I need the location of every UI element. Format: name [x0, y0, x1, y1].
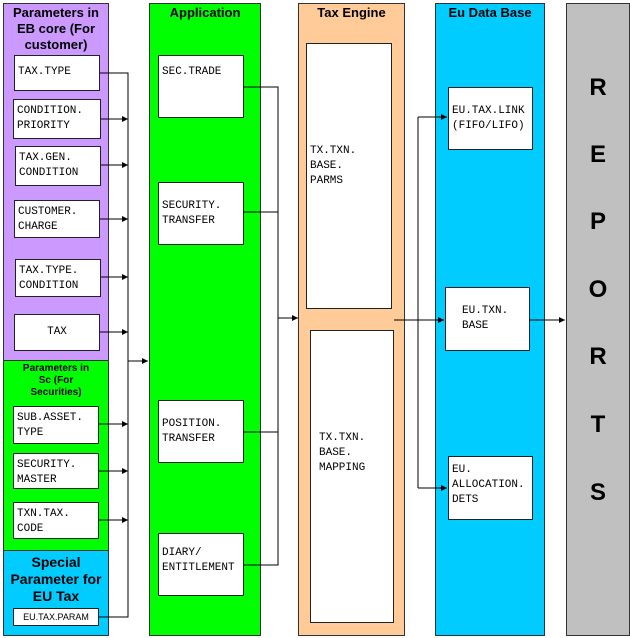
reports-letter: R: [589, 74, 607, 101]
eb-core-title: Parameters in EB core (For customer): [13, 5, 99, 52]
param-tax-type[interactable]: TAX.TYPE: [14, 55, 100, 91]
param-security-master[interactable]: SECURITY. MASTER: [13, 453, 99, 489]
sc-title: Parameters in Sc (For Securities): [22, 363, 90, 398]
application-title: Application: [169, 5, 241, 20]
app-security-transfer[interactable]: SECURITY. TRANSFER: [158, 182, 244, 245]
reports-letter: T: [590, 411, 606, 438]
reports-letter: P: [589, 208, 606, 235]
app-position-transfer[interactable]: POSITION. TRANSFER: [158, 400, 244, 463]
eu-database-title: Eu Data Base: [448, 5, 532, 20]
special-title: Special Parameter for EU Tax: [10, 554, 102, 604]
param-eu-tax-param[interactable]: EU.TAX.PARAM: [13, 608, 99, 626]
eu-allocation-dets[interactable]: EU. ALLOCATION. DETS: [448, 456, 533, 520]
param-sub-asset-type[interactable]: SUB.ASSET. TYPE: [13, 406, 99, 444]
reports-panel[interactable]: [566, 3, 630, 636]
param-tax-gen-condition[interactable]: TAX.GEN. CONDITION: [15, 146, 101, 186]
param-customer-charge[interactable]: CUSTOMER. CHARGE: [14, 200, 100, 238]
param-tax-type-condition[interactable]: TAX.TYPE. CONDITION: [15, 259, 101, 297]
reports-letter: E: [589, 141, 606, 168]
param-txn-tax-code[interactable]: TXN.TAX. CODE: [13, 502, 99, 539]
param-tax[interactable]: TAX: [14, 314, 100, 351]
reports-letter: R: [589, 343, 607, 370]
app-diary-entitlement[interactable]: DIARY/ ENTITLEMENT: [158, 533, 244, 596]
tx-txn-base-mapping[interactable]: TX.TXN. BASE. MAPPING: [310, 330, 394, 623]
param-condition-priority[interactable]: CONDITION. PRIORITY: [13, 99, 101, 139]
app-sec-trade[interactable]: SEC.TRADE: [158, 55, 244, 118]
eu-txn-base[interactable]: EU.TXN. BASE: [445, 287, 530, 351]
reports-letter: S: [589, 479, 606, 506]
tx-txn-base-parms[interactable]: TX.TXN. BASE. PARMS: [306, 43, 392, 309]
reports-letter: O: [588, 276, 608, 303]
tax-engine-title: Tax Engine: [317, 5, 386, 20]
eu-tax-link[interactable]: EU.TAX.LINK (FIFO/LIFO): [448, 87, 533, 150]
